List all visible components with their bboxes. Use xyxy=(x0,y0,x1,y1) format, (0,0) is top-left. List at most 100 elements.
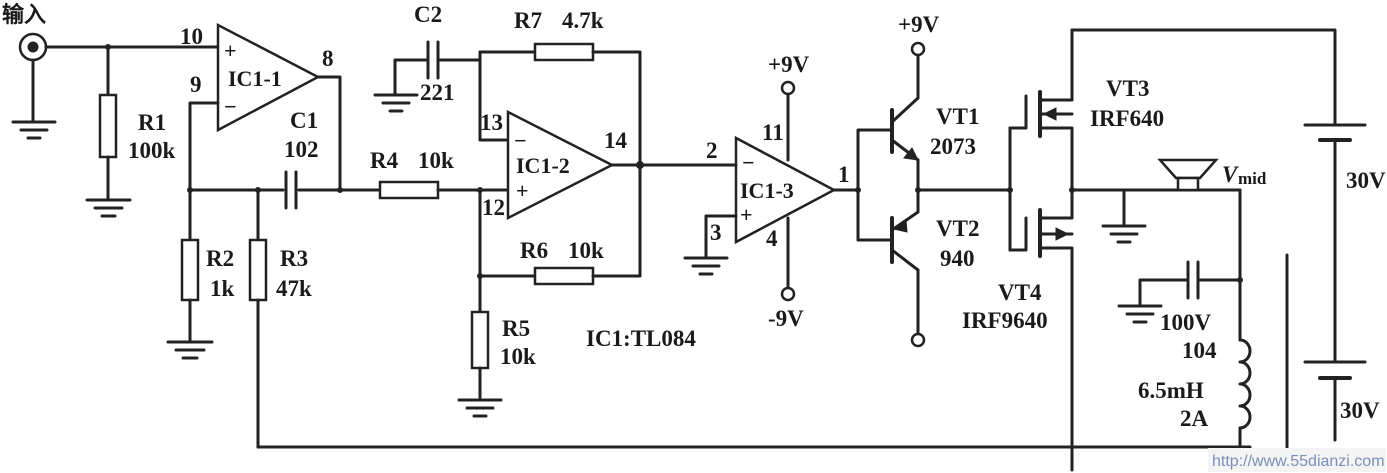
ic1-3-pin3: 3 xyxy=(710,220,722,245)
vt2-name: VT2 xyxy=(936,216,979,241)
junction-dot xyxy=(477,273,483,279)
c1-name: C1 xyxy=(290,108,318,133)
inductor-value: 6.5mH xyxy=(1138,378,1204,403)
vt2-part: 940 xyxy=(940,246,975,271)
ic1-2-minus: − xyxy=(514,128,527,153)
ic-part-note: IC1:TL084 xyxy=(586,326,696,351)
r2-value: 1k xyxy=(210,276,235,301)
resistor-r3 xyxy=(248,188,268,449)
battery-top xyxy=(1303,123,1367,362)
ic1-3-supply-neg xyxy=(780,216,796,302)
r2-name: R2 xyxy=(206,246,234,271)
resistor-r5 xyxy=(457,274,503,418)
watermark: http://www.55dianzi.com xyxy=(1212,453,1385,470)
ic1-1-plus: + xyxy=(224,38,237,63)
r6-name: R6 xyxy=(520,238,548,263)
ic1-3-supply-pos xyxy=(780,80,796,162)
resistor-r4 xyxy=(378,180,510,200)
resistor-r7 xyxy=(478,42,642,167)
ic1-1-minus: − xyxy=(224,94,237,119)
ic1-3-pin11: 11 xyxy=(762,120,784,145)
battery-bottom xyxy=(1285,253,1367,449)
r7-value: 4.7k xyxy=(562,8,604,33)
c1-value: 102 xyxy=(284,137,319,162)
capacitor-c1 xyxy=(284,170,298,210)
r6-value: 10k xyxy=(568,238,604,263)
inductor xyxy=(1238,338,1252,449)
opamp-ic1-2 xyxy=(506,109,615,221)
wire-ic1-1-output xyxy=(316,75,342,192)
supply-ic-pos: +9V xyxy=(768,52,810,77)
speaker-sub: mid xyxy=(1238,169,1267,188)
opamp-ic1-3 xyxy=(734,135,837,245)
ic1-1-pin10: 10 xyxy=(180,24,203,49)
junction-dot xyxy=(1237,277,1243,283)
junction-dot xyxy=(105,44,111,50)
r5-value: 10k xyxy=(500,344,536,369)
junction-dot xyxy=(477,187,483,193)
vt1-name: VT1 xyxy=(936,104,979,129)
mosfet-vt4 xyxy=(1008,188,1074,472)
wire-base-vt1 xyxy=(856,128,892,192)
ic1-3-minus: − xyxy=(742,150,755,175)
ic1-2-pin12: 12 xyxy=(482,195,505,220)
opamp-ic1-1 xyxy=(216,22,321,133)
r1-name: R1 xyxy=(138,110,166,135)
ic1-2-name: IC1-2 xyxy=(516,153,570,178)
vt1-part: 2073 xyxy=(930,134,976,159)
vt3-part: IRF640 xyxy=(1090,106,1164,131)
inductor-current: 2A xyxy=(1180,406,1209,431)
ic1-3-plus: + xyxy=(740,202,753,227)
capacitor-c2 xyxy=(373,40,482,113)
ic1-2-pin14: 14 xyxy=(604,128,628,153)
junction-dot xyxy=(187,187,193,193)
watermark-bg xyxy=(1208,448,1386,472)
input-label: 输入 xyxy=(2,2,46,28)
c2-name: C2 xyxy=(414,2,442,27)
wire-positive-rail xyxy=(1070,28,1337,127)
input-ground xyxy=(11,58,57,140)
junction-dot xyxy=(915,187,921,193)
speaker xyxy=(1157,158,1219,192)
mid-ground xyxy=(1101,188,1147,244)
r5-name: R5 xyxy=(502,316,530,341)
ic1-3-pin2: 2 xyxy=(706,138,718,163)
mosfet-vt3 xyxy=(1008,28,1074,192)
r4-name: R4 xyxy=(370,148,399,173)
supply-driver-pos: +9V xyxy=(898,12,940,37)
ic1-2-pin13: 13 xyxy=(480,110,503,135)
r7-name: R7 xyxy=(514,8,542,33)
transistor-vt1 xyxy=(890,41,926,192)
junction-dot xyxy=(255,187,261,193)
resistor-r1 xyxy=(85,45,132,218)
capacitor-c3 xyxy=(1117,260,1242,324)
ic1-1-pin8: 8 xyxy=(322,46,334,71)
ic1-3-pin1: 1 xyxy=(838,162,850,187)
c2-value: 221 xyxy=(420,80,455,105)
r3-name: R3 xyxy=(280,246,308,271)
ic1-2-plus: + xyxy=(516,178,529,203)
resistor-r2 xyxy=(166,188,214,360)
input-jack xyxy=(18,32,48,62)
transistor-vt2 xyxy=(890,188,926,348)
r3-value: 47k xyxy=(276,276,312,301)
vt4-name: VT4 xyxy=(998,280,1042,305)
ic1-3-ground xyxy=(683,214,738,276)
c3-value: 104 xyxy=(1182,338,1217,363)
wire-ic1-2-inverting xyxy=(478,50,510,142)
vt3-name: VT3 xyxy=(1106,76,1149,101)
battery-bottom-voltage: 30V xyxy=(1340,398,1380,423)
junction-dot xyxy=(1069,187,1075,193)
r4-value: 10k xyxy=(418,148,454,173)
ic1-3-pin4: 4 xyxy=(766,226,778,251)
junction-dot xyxy=(855,187,861,193)
r1-value: 100k xyxy=(128,138,176,163)
ic1-3-name: IC1-3 xyxy=(740,178,794,203)
supply-ic-neg: -9V xyxy=(768,306,804,331)
wire-base-vt2 xyxy=(856,188,892,242)
wire-ic1-1-inverting xyxy=(188,101,220,192)
junction-dot xyxy=(337,187,343,193)
c3-voltage: 100V xyxy=(1160,310,1212,335)
speaker-v: V xyxy=(1222,162,1239,187)
